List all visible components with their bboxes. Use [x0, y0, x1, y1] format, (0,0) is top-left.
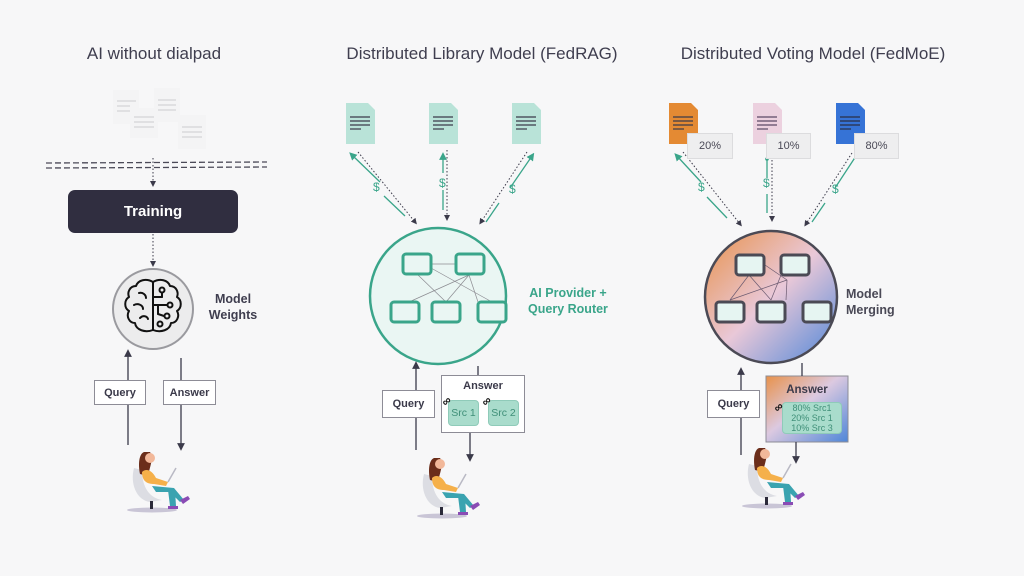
weight-badge: 20%: [687, 133, 733, 159]
document-icon: [346, 103, 375, 144]
query-box: Query: [707, 390, 760, 418]
weighted-source: 10% Src 3: [791, 423, 833, 433]
answer-box: Answer: [163, 380, 216, 405]
answer-label: Answer: [463, 380, 503, 392]
label-line: Model: [214, 292, 252, 306]
query-router-label: AI Provider + Query Router: [521, 285, 615, 317]
payment-symbol: $: [439, 176, 446, 190]
panel-title-fedmoe: Distributed Voting Model (FedMoE): [680, 44, 946, 63]
label-line: Merging: [846, 303, 895, 317]
document-icon: [429, 103, 458, 144]
model-merging-circle: [703, 229, 839, 365]
network-lines: [408, 263, 493, 303]
faded-doc: [154, 88, 180, 122]
weight-badge: 80%: [854, 133, 899, 159]
faded-doc: [178, 115, 206, 149]
panel-title-fedrag: Distributed Library Model (FedRAG): [346, 44, 618, 63]
source-chip: Src 1: [448, 400, 479, 426]
model-weights-label: Model Weights: [207, 291, 259, 323]
document-icon: [512, 103, 541, 144]
payment-symbol: $: [509, 182, 516, 196]
faded-doc: [113, 90, 139, 124]
payment-symbol: $: [763, 176, 770, 190]
weighted-source: 80% Src1: [792, 403, 832, 413]
fedmoe-connections: [674, 151, 857, 227]
faded-documents: [113, 88, 206, 149]
network-nodes: [714, 253, 833, 324]
barrier-line: [45, 161, 268, 164]
weight-badge: 10%: [766, 133, 811, 159]
barrier-line: [45, 166, 268, 169]
payment-symbol: $: [698, 180, 705, 194]
person-illustration: [127, 452, 190, 513]
model-merging-label: Model Merging: [846, 286, 895, 318]
weighted-source: 20% Src 1: [791, 413, 833, 423]
query-router-circle: [368, 226, 508, 366]
label-line: Weights: [208, 308, 258, 322]
network-nodes: [389, 252, 508, 324]
person-illustration: [417, 458, 480, 519]
label-line: AI Provider +: [529, 286, 607, 300]
label-line: Model: [846, 287, 883, 301]
source-chip: Src 2: [488, 400, 519, 426]
faded-doc: [130, 108, 158, 138]
query-box: Query: [94, 380, 146, 405]
payment-symbol: $: [373, 180, 380, 194]
training-block: Training: [68, 190, 238, 233]
fedrag-connections: [349, 150, 535, 225]
query-box: Query: [382, 390, 435, 418]
answer-label: Answer: [786, 384, 828, 396]
label-line: Query Router: [528, 302, 608, 316]
person-illustration: [742, 448, 805, 509]
weighted-sources: 80% Src1 20% Src 1 10% Src 3: [782, 402, 842, 434]
payment-symbol: $: [832, 182, 839, 196]
brain-icon: [124, 278, 182, 333]
panel-title-baseline: AI without dialpad: [86, 44, 222, 63]
network-lines: [729, 264, 788, 301]
